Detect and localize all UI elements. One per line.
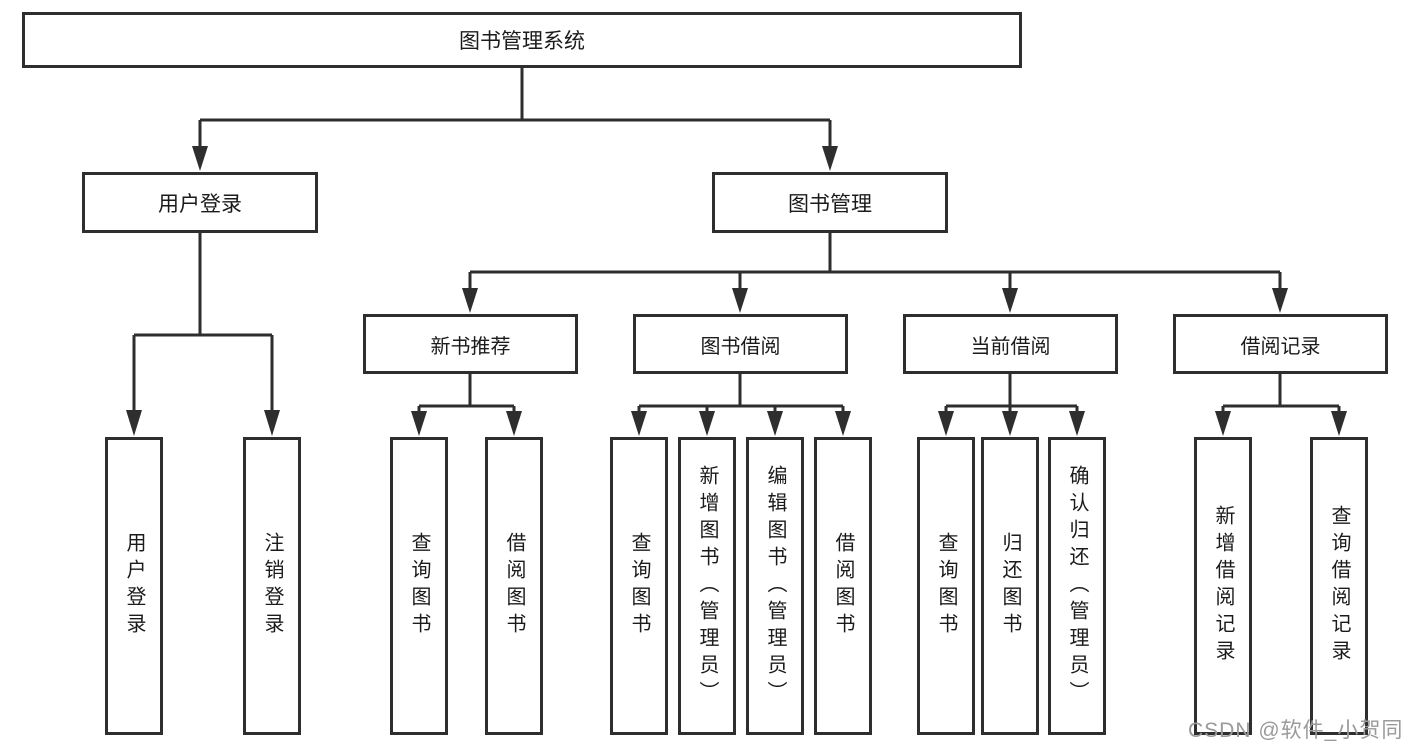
node-book-borrow: 图书借阅 xyxy=(633,314,848,374)
node-label: 用户登录 xyxy=(123,532,145,640)
node-book-management-module: 图书管理 xyxy=(712,172,948,233)
node-leaf-add-books-admin: 新增图书（管理员） xyxy=(678,437,736,735)
node-label: 图书借阅 xyxy=(700,335,781,358)
node-leaf-confirm-return-admin: 确认归还（管理员） xyxy=(1048,437,1106,735)
node-leaf-return-books: 归还图书 xyxy=(981,437,1039,735)
node-label: 借阅图书 xyxy=(832,532,854,640)
node-leaf-edit-books-admin: 编辑图书（管理员） xyxy=(746,437,804,735)
node-label: 借阅记录 xyxy=(1240,335,1321,358)
node-user-login-module: 用户登录 xyxy=(82,172,318,233)
node-leaf-borrow-books-1: 借阅图书 xyxy=(485,437,543,735)
node-label: 借阅图书 xyxy=(503,532,525,640)
node-label: 注销登录 xyxy=(261,532,283,640)
node-label: 查询图书 xyxy=(935,532,957,640)
csdn-watermark: CSDN @软件_小贺同学 xyxy=(1188,719,1404,742)
node-leaf-logout: 注销登录 xyxy=(243,437,301,735)
node-label: 编辑图书（管理员） xyxy=(764,464,786,708)
node-label: 确认归还（管理员） xyxy=(1066,464,1088,708)
node-label: 图书管理 xyxy=(788,192,872,216)
node-label: 查询借阅记录 xyxy=(1328,505,1350,667)
node-leaf-query-books-1: 查询图书 xyxy=(390,437,448,735)
node-label: 新增借阅记录 xyxy=(1212,505,1234,667)
node-leaf-query-books-2: 查询图书 xyxy=(610,437,668,735)
node-label: 新书推荐 xyxy=(430,335,511,358)
node-leaf-user-login: 用户登录 xyxy=(105,437,163,735)
node-leaf-borrow-books-2: 借阅图书 xyxy=(814,437,872,735)
node-leaf-query-borrow-record: 查询借阅记录 xyxy=(1310,437,1368,735)
node-leaf-add-borrow-record: 新增借阅记录 xyxy=(1194,437,1252,735)
node-label: 查询图书 xyxy=(408,532,430,640)
node-label: 归还图书 xyxy=(999,532,1021,640)
node-label: 查询图书 xyxy=(628,532,650,640)
node-label: 图书管理系统 xyxy=(459,30,585,53)
node-current-borrow: 当前借阅 xyxy=(903,314,1118,374)
node-root-system: 图书管理系统 xyxy=(22,12,1022,68)
node-label: 当前借阅 xyxy=(970,335,1051,358)
node-borrow-records: 借阅记录 xyxy=(1173,314,1388,374)
node-new-book-recommend: 新书推荐 xyxy=(363,314,578,374)
node-label: 用户登录 xyxy=(158,192,242,216)
node-label: 新增图书（管理员） xyxy=(696,464,718,708)
node-leaf-query-books-3: 查询图书 xyxy=(917,437,975,735)
